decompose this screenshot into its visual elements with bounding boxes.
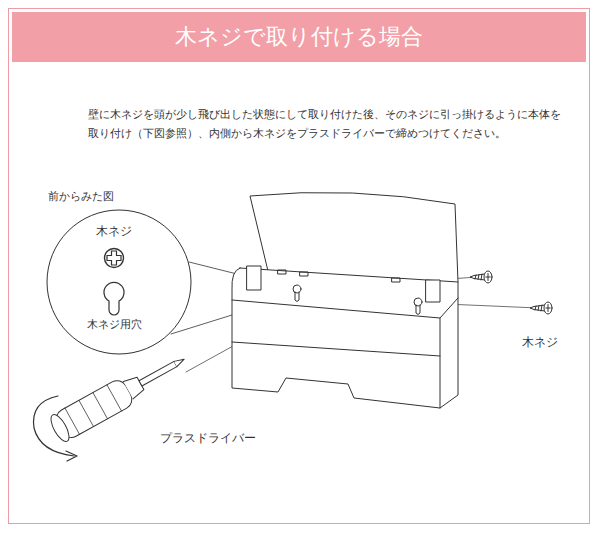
part-label: 木ネジ	[44, 224, 184, 238]
zoom-circle-outline	[44, 190, 194, 358]
page-title: 木ネジで取り付ける場合	[12, 12, 586, 62]
part-label: 木ネジ用穴	[44, 318, 184, 331]
zoom-circle: 前からみた図木ネジ木ネジ用穴	[44, 190, 194, 358]
instruction-note: 壁に木ネジを頭が少し飛び出した状態にして取り付けた後、そのネジに引っ掛けるように…	[88, 106, 564, 143]
part-label: 木ネジ	[522, 332, 558, 352]
view-heading: 前からみた図	[48, 190, 168, 203]
tool-label: プラスドライバー	[160, 428, 256, 448]
